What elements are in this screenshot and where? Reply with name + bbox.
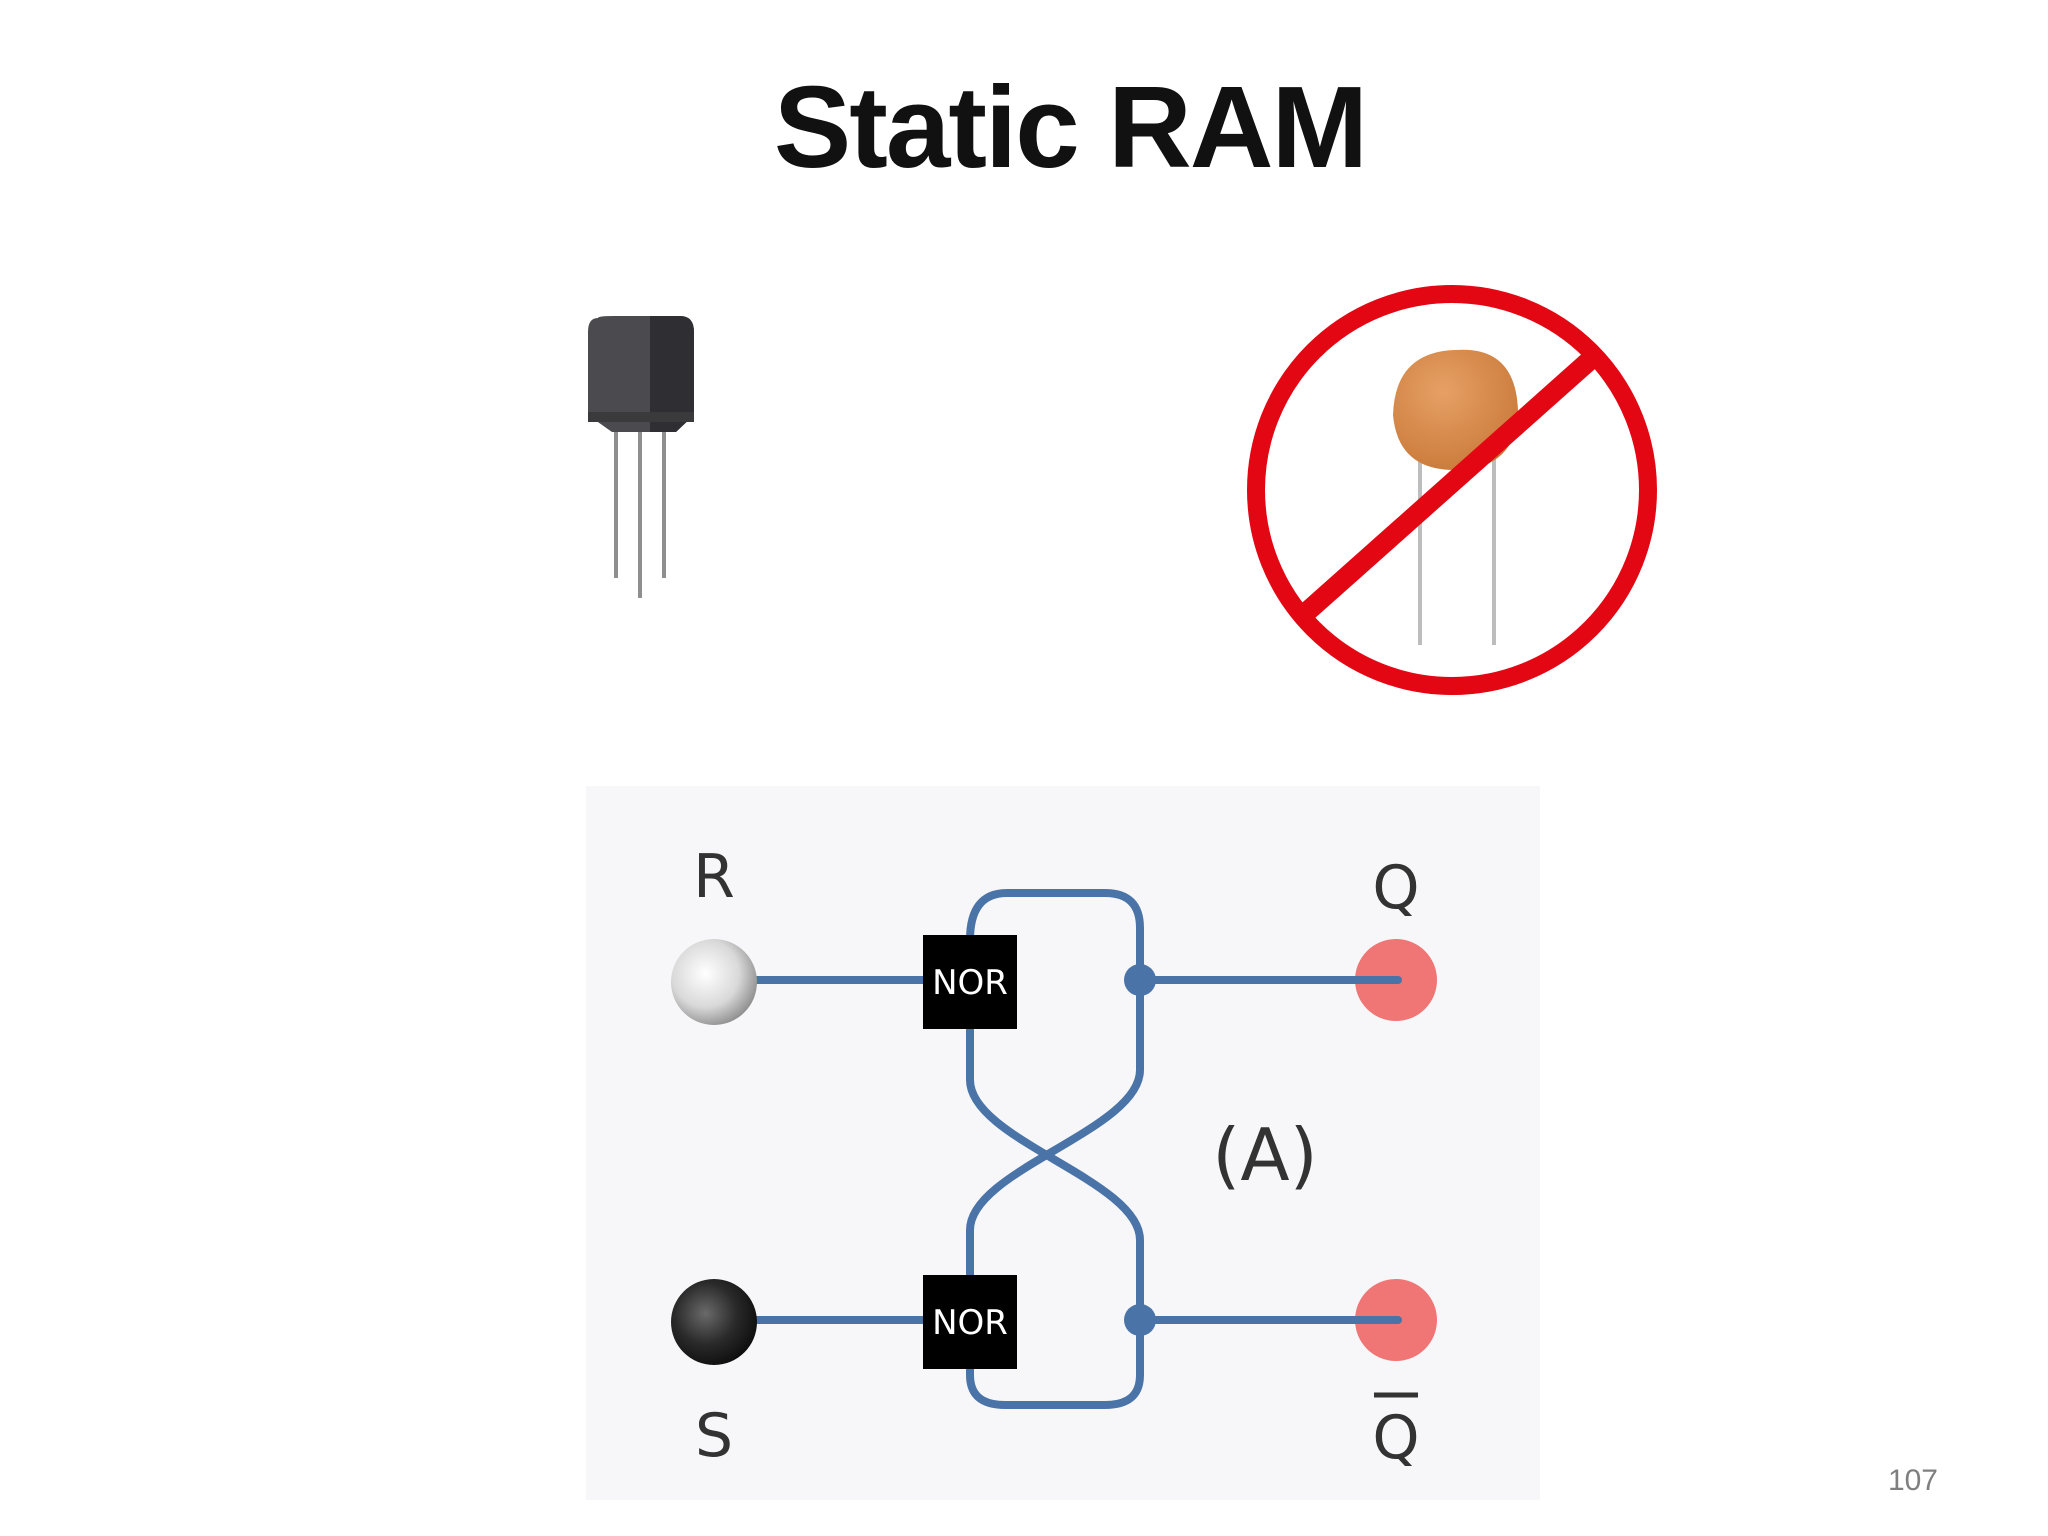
- input-r-led: [671, 939, 757, 1025]
- output-q-bar-label: Q: [1372, 1403, 1419, 1473]
- capacitor-icon: [1393, 349, 1519, 645]
- nor-gate-top: NOR: [923, 935, 1017, 1029]
- input-s-label: S: [695, 1401, 733, 1471]
- prohibited-sign-icon: [1247, 285, 1657, 695]
- nor-gate-bottom: NOR: [923, 1275, 1017, 1369]
- sr-latch-diagram: NOR NOR R S Q Q (A): [586, 786, 1540, 1500]
- page-number: 107: [1887, 1464, 1938, 1497]
- nor-gate-top-label: NOR: [932, 963, 1008, 1003]
- input-r-label: R: [693, 842, 735, 912]
- diagram-caption: (A): [1212, 1113, 1317, 1197]
- transistor-icon: [588, 316, 694, 598]
- output-q-label: Q: [1372, 853, 1419, 923]
- output-q-bar-label-group: Q: [1372, 1392, 1420, 1473]
- nor-gate-bottom-label: NOR: [932, 1303, 1008, 1343]
- junction-dot: [1124, 964, 1156, 996]
- junction-dot: [1124, 1304, 1156, 1336]
- slide-title: Static RAM: [773, 62, 1368, 192]
- input-s-led: [671, 1279, 757, 1365]
